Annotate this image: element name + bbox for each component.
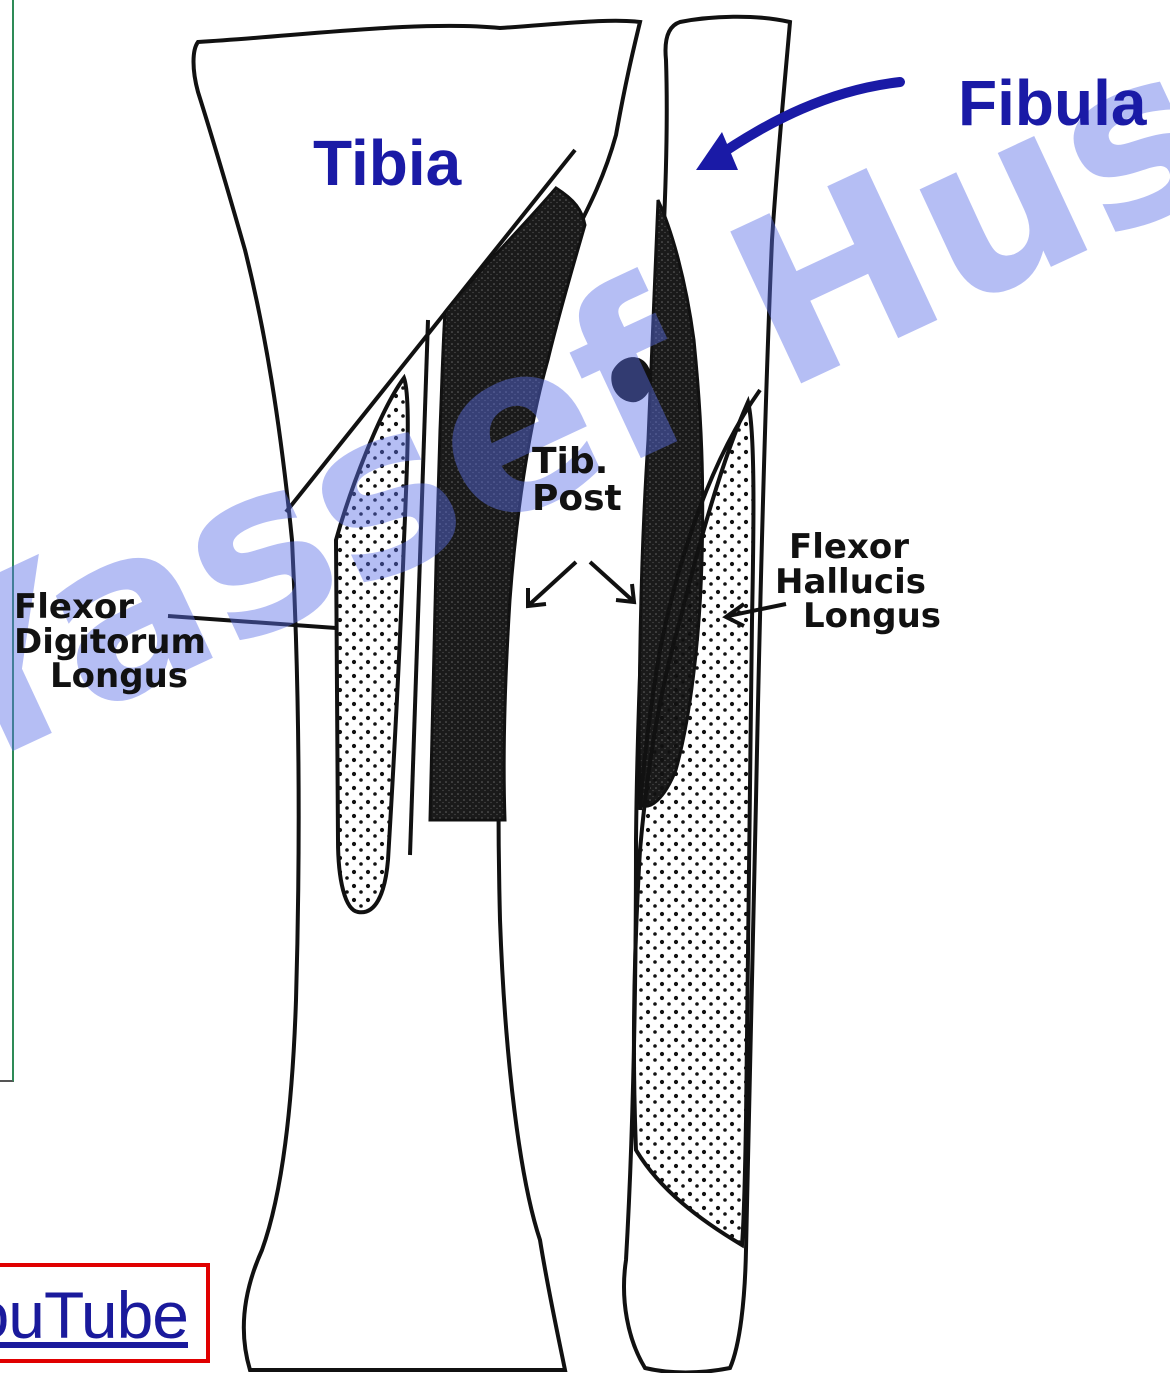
fhl-line-3: Longus: [775, 599, 975, 634]
fdl-line-1: Flexor: [14, 590, 244, 625]
youtube-link-text: YouTube: [0, 1277, 188, 1353]
flexor-hallucis-longus-label: Flexor Hallucis Longus: [775, 530, 975, 634]
fdl-line-3: Longus: [14, 659, 244, 694]
tibialis-posterior-label: Tib. Post: [532, 444, 642, 517]
tp-line-2: Post: [532, 481, 642, 518]
tp-line-1: Tib.: [532, 444, 642, 481]
tib-post-arrow-right: [590, 562, 632, 600]
fibula-label: Fibula: [958, 66, 1146, 140]
youtube-link[interactable]: YouTube: [0, 1263, 210, 1363]
tibia-label: Tibia: [313, 126, 461, 200]
flexor-digitorum-longus-label: Flexor Digitorum Longus: [14, 590, 244, 694]
fhl-line-2: Hallucis: [775, 565, 975, 600]
fdl-line-2: Digitorum: [14, 625, 244, 660]
nutrient-foramen-mark: [611, 357, 651, 402]
tib-post-arrow-left: [530, 562, 576, 604]
fhl-line-1: Flexor: [775, 530, 975, 565]
